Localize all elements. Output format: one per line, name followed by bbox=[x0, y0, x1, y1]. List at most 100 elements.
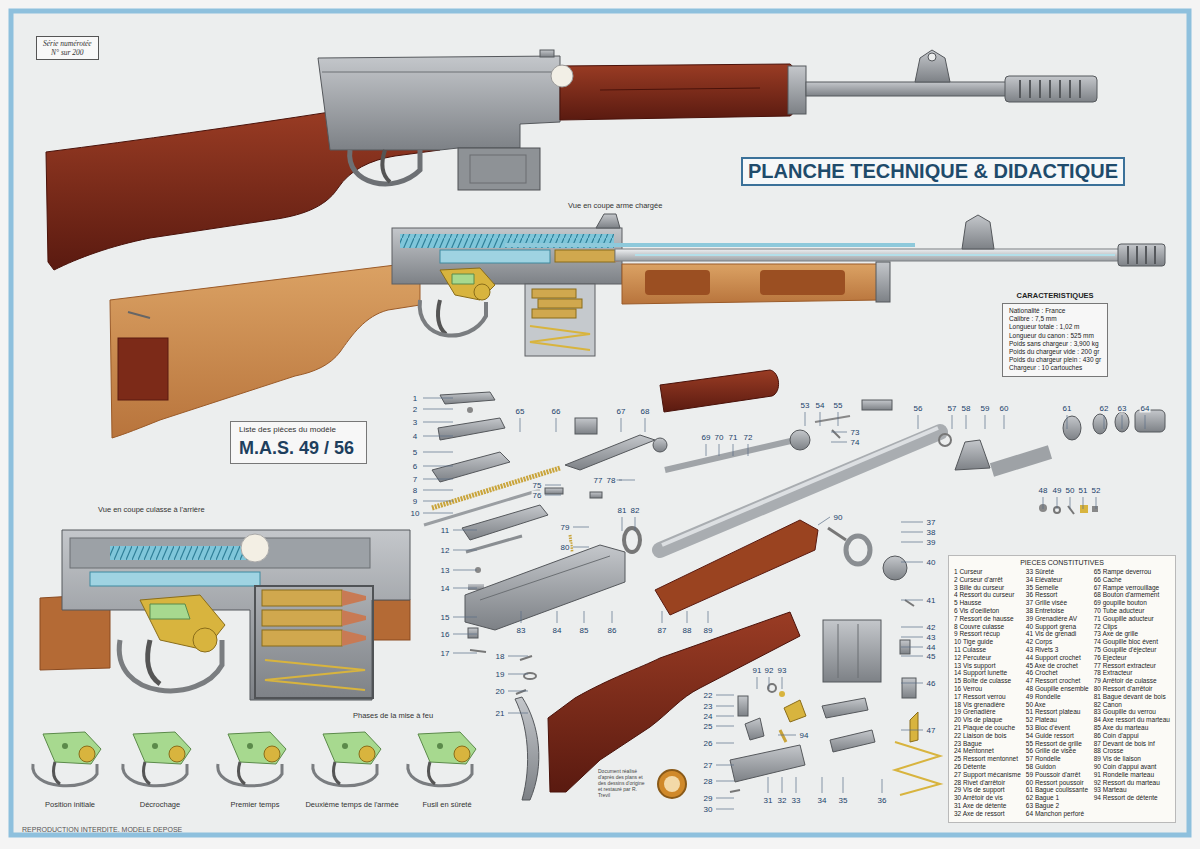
box-line: Longueur du canon : 525 mm bbox=[1009, 332, 1101, 340]
callout-number: 21 bbox=[495, 709, 506, 718]
leader-line bbox=[453, 617, 477, 618]
box-line: Poids sans chargeur : 3,900 kg bbox=[1009, 340, 1101, 348]
exploded-parts bbox=[1068, 506, 1074, 514]
leader-line bbox=[843, 777, 844, 793]
callout-number: 44 bbox=[926, 643, 937, 652]
leader-line bbox=[901, 562, 923, 563]
box-line: 13 Vis support bbox=[954, 662, 1021, 670]
box-line: Nationalité : France bbox=[1009, 307, 1101, 315]
callout-number: 8 bbox=[412, 486, 418, 495]
leader-line bbox=[716, 809, 734, 810]
bolt-cutaway bbox=[110, 546, 260, 560]
callout-number: 36 bbox=[877, 796, 888, 805]
leader-line bbox=[1070, 497, 1071, 509]
leader-line bbox=[831, 432, 847, 433]
box-line: 74 Goupille bloc évent bbox=[1094, 638, 1170, 646]
bolt-cutaway bbox=[62, 530, 410, 700]
box-line: 89 Vis de liaison bbox=[1094, 755, 1170, 763]
leader-line bbox=[662, 611, 663, 623]
callout-number: 40 bbox=[926, 558, 937, 567]
exploded-parts bbox=[832, 430, 840, 438]
box-line: 15 Boîte de culasse bbox=[954, 677, 1021, 685]
callout-number: 47 bbox=[926, 726, 937, 735]
rifle-side-view bbox=[806, 82, 1006, 96]
leader-line bbox=[820, 412, 821, 426]
callout-number: 67 bbox=[616, 407, 627, 416]
leader-line bbox=[453, 570, 477, 571]
rifle-cutaway bbox=[1118, 244, 1165, 266]
leader-line bbox=[901, 647, 923, 648]
firing-phase-figures bbox=[408, 732, 476, 786]
callout-number: 26 bbox=[703, 739, 714, 748]
leader-line bbox=[423, 436, 453, 437]
callout-number: 16 bbox=[440, 630, 451, 639]
exploded-parts bbox=[1063, 416, 1081, 440]
bolt-cutaway bbox=[40, 530, 410, 700]
box-line: 60 Ressort poussoir bbox=[1026, 779, 1089, 787]
callout-number: 59 bbox=[980, 404, 991, 413]
phase-caption: Fusil en sûreté bbox=[422, 800, 471, 809]
rifle-side-view bbox=[382, 150, 390, 182]
rifle-side-view bbox=[915, 50, 950, 82]
rifle-side-view bbox=[318, 56, 560, 150]
box-text: Série numérotée bbox=[43, 39, 92, 48]
callout-number: 13 bbox=[440, 566, 451, 575]
rifle-cutaway bbox=[1128, 246, 1155, 264]
leader-line bbox=[733, 444, 734, 456]
exploded-parts bbox=[830, 730, 875, 752]
leader-line bbox=[520, 418, 521, 432]
rifle-cutaway bbox=[110, 214, 1165, 438]
callout-number: 92 bbox=[764, 666, 775, 675]
rifle-side-view bbox=[1005, 76, 1097, 102]
callout-number: 25 bbox=[703, 722, 714, 731]
callout-number: 17 bbox=[440, 649, 451, 658]
box-line: 78 Extracteur bbox=[1094, 669, 1170, 677]
leader-line bbox=[882, 779, 883, 793]
callout-number: 2 bbox=[412, 405, 418, 414]
callout-number: 91 bbox=[752, 666, 763, 675]
firing-phase-figures bbox=[218, 732, 286, 786]
callout-number: 71 bbox=[728, 433, 739, 442]
exploded-parts bbox=[902, 678, 916, 698]
box-line: 87 Devant de bois inf bbox=[1094, 740, 1170, 748]
leader-line bbox=[716, 706, 734, 707]
leader-line bbox=[687, 611, 688, 623]
rifle-cutaway bbox=[532, 289, 576, 298]
exploded-parts bbox=[1093, 414, 1107, 434]
bolt-cutaway bbox=[70, 538, 370, 568]
rifle-cutaway bbox=[645, 270, 710, 295]
box-line: 86 Coin d'appui bbox=[1094, 732, 1170, 740]
box-line: 70 Tube aducteur bbox=[1094, 607, 1170, 615]
box-line: 26 Détente bbox=[954, 763, 1021, 771]
box-line: 67 Rampe verrouillage bbox=[1094, 584, 1170, 592]
leader-line bbox=[952, 415, 953, 429]
box-line: 88 Crosse bbox=[1094, 747, 1170, 755]
rifle-cutaway bbox=[474, 284, 490, 300]
leader-line bbox=[716, 726, 734, 727]
leader-line bbox=[822, 777, 823, 793]
firing-phase-figures bbox=[123, 732, 191, 786]
leader-line bbox=[545, 495, 561, 496]
box-line: 50 Axe bbox=[1026, 701, 1089, 709]
callout-number: 75 bbox=[532, 481, 543, 490]
box-line: 43 Rivets 3 bbox=[1026, 646, 1089, 654]
leader-line bbox=[768, 777, 769, 793]
bolt-cutaway bbox=[148, 640, 160, 684]
box-body: Nationalité : FranceCalibre : 7,5 mmLong… bbox=[1002, 303, 1108, 377]
rifle-cutaway bbox=[876, 262, 890, 302]
callout-number: 57 bbox=[947, 404, 958, 413]
publisher-logo bbox=[664, 776, 680, 792]
exploded-parts bbox=[883, 556, 907, 580]
exploded-parts bbox=[1080, 505, 1088, 513]
leader-line bbox=[748, 444, 749, 456]
model-box: Liste des pièces du modèleM.A.S. 49 / 56 bbox=[230, 421, 367, 464]
leader-line bbox=[901, 532, 923, 533]
leader-line bbox=[645, 418, 646, 432]
exploded-parts bbox=[862, 400, 892, 410]
rifle-side-view bbox=[560, 64, 798, 120]
exploded-parts bbox=[466, 536, 522, 552]
box-line: 18 Vis grenadière bbox=[954, 701, 1021, 709]
callout-number: 20 bbox=[495, 687, 506, 696]
box-line: 63 Bague 2 bbox=[1026, 802, 1089, 810]
